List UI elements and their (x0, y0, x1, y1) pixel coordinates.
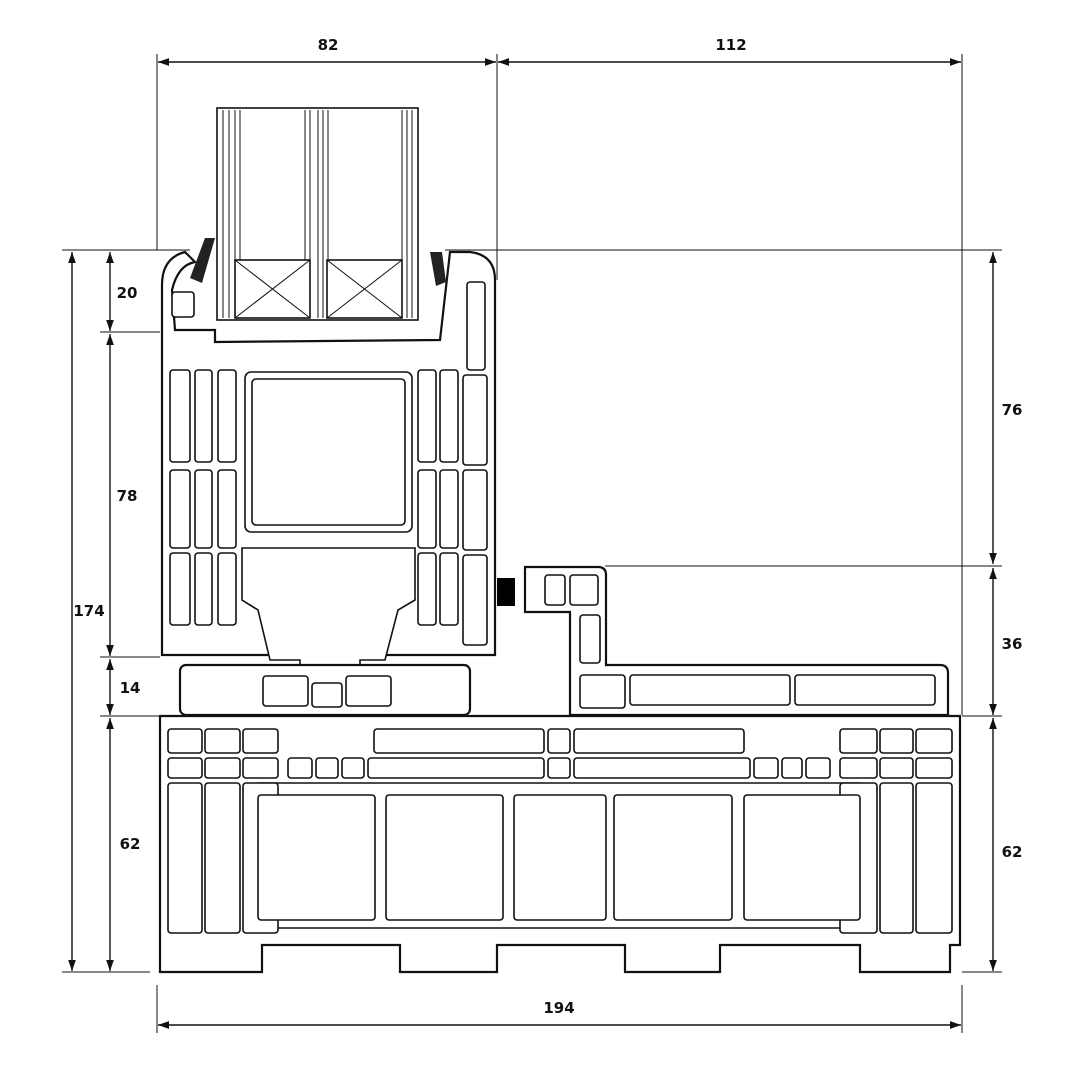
dim-right-76: 76 (1002, 401, 1023, 419)
frame-chamber (373, 728, 545, 754)
frame-chamber (242, 757, 279, 779)
frame-chamber (547, 757, 571, 779)
frame-chamber (204, 728, 241, 754)
sash-chamber (417, 369, 437, 463)
sash-chamber (194, 369, 213, 463)
sash-chamber (417, 552, 437, 626)
dim-bottom-total: 194 (543, 999, 574, 1017)
frame-profile (158, 714, 962, 974)
frame-chamber (781, 757, 803, 779)
frame-chamber (242, 728, 279, 754)
frame-chamber (879, 757, 914, 779)
sash-profile (160, 238, 497, 676)
sash-chamber (439, 469, 459, 549)
sash-chamber (417, 469, 437, 549)
sash-chamber (439, 369, 459, 463)
frame-chamber (167, 728, 203, 754)
dim-left-14: 14 (120, 679, 141, 697)
sash-chamber (169, 552, 191, 626)
frame-chamber (839, 757, 878, 779)
sash-chamber (217, 369, 237, 463)
sash-chamber (169, 369, 191, 463)
dimension-lines (68, 58, 997, 1029)
right-sash-profile (497, 565, 950, 717)
frame-chamber (915, 782, 953, 934)
dim-top-left: 82 (318, 36, 339, 54)
extension-lines (62, 54, 1002, 1033)
frame-chamber (613, 794, 733, 921)
dim-left-62: 62 (120, 835, 141, 853)
sash-rail (178, 663, 472, 717)
frame-chamber (367, 757, 545, 779)
dim-top-right: 112 (715, 36, 746, 54)
sash-chamber (217, 469, 237, 549)
frame-chamber (315, 757, 339, 779)
dim-left-78: 78 (117, 487, 138, 505)
glass-unit (216, 107, 419, 321)
gasket (497, 578, 515, 606)
sash-chamber (439, 552, 459, 626)
frame-chamber (753, 757, 779, 779)
sash-chamber (217, 552, 237, 626)
frame-chamber (167, 757, 203, 779)
frame-chamber (915, 728, 953, 754)
frame-chamber (573, 728, 745, 754)
frame-chamber (257, 794, 376, 921)
frame-chamber (385, 794, 504, 921)
frame-chamber (547, 728, 571, 754)
frame-chamber (341, 757, 365, 779)
frame-chamber (573, 757, 751, 779)
frame-chamber (839, 728, 878, 754)
dim-right-62: 62 (1002, 843, 1023, 861)
sash-chamber (194, 552, 213, 626)
frame-chamber (805, 757, 831, 779)
sash-chamber (169, 469, 191, 549)
frame-chamber (915, 757, 953, 779)
dim-left-20: 20 (117, 284, 138, 302)
frame-chamber (167, 782, 203, 934)
frame-chamber (879, 782, 914, 934)
frame-chamber (287, 757, 313, 779)
frame-chamber (204, 757, 241, 779)
dim-right-36: 36 (1002, 635, 1023, 653)
sash-chamber (194, 469, 213, 549)
frame-chamber (879, 728, 914, 754)
frame-chamber (743, 794, 861, 921)
dimension-labels: 82 112 174 20 78 14 62 76 36 62 194 (73, 36, 1022, 1017)
dim-left-total: 174 (73, 602, 104, 620)
frame-chamber (513, 794, 607, 921)
frame-chamber (204, 782, 241, 934)
